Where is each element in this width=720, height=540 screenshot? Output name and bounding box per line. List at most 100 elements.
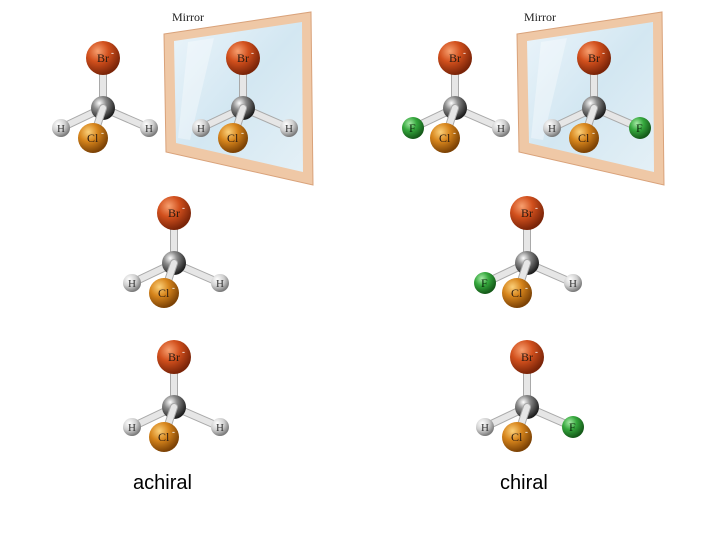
hydrogen-sphere xyxy=(280,119,298,137)
chlorine-charge: - xyxy=(525,427,528,437)
chlorine-label: Cl xyxy=(511,430,523,444)
bromine-sphere xyxy=(510,196,544,230)
bromine-atom: Br- xyxy=(438,41,472,75)
hydrogen-atom: H xyxy=(211,418,229,436)
hydrogen-label: H xyxy=(145,123,153,135)
fluorine-sphere xyxy=(474,272,496,294)
chlorine-atom: Cl- xyxy=(502,422,532,452)
hydrogen-atom: H xyxy=(476,418,494,436)
hydrogen-label: H xyxy=(481,422,489,434)
caption-achiral: achiral xyxy=(133,472,192,494)
bromine-label: Br xyxy=(168,350,180,364)
bromine-charge: - xyxy=(463,48,466,58)
hydrogen-atom: H xyxy=(492,119,510,137)
hydrogen-atom: H xyxy=(192,119,210,137)
molecule-achiral-original: Br- H H Cl- xyxy=(52,41,158,153)
hydrogen-sphere xyxy=(123,274,141,292)
bromine-sphere xyxy=(438,41,472,75)
bromine-atom: Br- xyxy=(510,340,544,374)
chlorine-sphere xyxy=(502,422,532,452)
chlorine-label: Cl xyxy=(511,286,523,300)
hydrogen-sphere xyxy=(140,119,158,137)
chlorine-charge: - xyxy=(172,283,175,293)
chlorine-label: Cl xyxy=(439,131,451,145)
bromine-charge: - xyxy=(182,203,185,213)
hydrogen-label: H xyxy=(548,123,556,135)
hydrogen-sphere xyxy=(211,418,229,436)
bromine-charge: - xyxy=(535,203,538,213)
hydrogen-atom: H xyxy=(564,274,582,292)
chlorine-atom: Cl- xyxy=(78,123,108,153)
bromine-sphere xyxy=(577,41,611,75)
chlorine-label: Cl xyxy=(158,430,170,444)
bromine-sphere xyxy=(157,196,191,230)
fluorine-atom: F xyxy=(629,117,651,139)
chlorine-atom: Cl- xyxy=(569,123,599,153)
bromine-atom: Br- xyxy=(510,196,544,230)
bromine-sphere xyxy=(510,340,544,374)
chlorine-label: Cl xyxy=(227,131,239,145)
chlorine-sphere xyxy=(218,123,248,153)
chlorine-charge: - xyxy=(592,128,595,138)
fluorine-sphere xyxy=(562,416,584,438)
bromine-charge: - xyxy=(535,347,538,357)
bromine-sphere xyxy=(226,41,260,75)
fluorine-label: F xyxy=(481,276,488,290)
hydrogen-label: H xyxy=(197,123,205,135)
hydrogen-atom: H xyxy=(123,274,141,292)
bromine-atom: Br- xyxy=(157,340,191,374)
chlorine-sphere xyxy=(502,278,532,308)
bromine-atom: Br- xyxy=(157,196,191,230)
chlorine-charge: - xyxy=(525,283,528,293)
bromine-label: Br xyxy=(97,51,109,65)
caption-chiral: chiral xyxy=(500,472,548,494)
fluorine-atom: F xyxy=(562,416,584,438)
chlorine-sphere xyxy=(149,278,179,308)
chlorine-atom: Cl- xyxy=(149,422,179,452)
molecule-achiral-mirror-image: Br- H H Cl- xyxy=(192,41,298,153)
chlorine-label: Cl xyxy=(158,286,170,300)
chlorine-sphere xyxy=(430,123,460,153)
hydrogen-sphere xyxy=(476,418,494,436)
bromine-charge: - xyxy=(111,48,114,58)
chlorine-atom: Cl- xyxy=(430,123,460,153)
hydrogen-sphere xyxy=(492,119,510,137)
fluorine-atom: F xyxy=(474,272,496,294)
chlorine-sphere xyxy=(149,422,179,452)
mirror-label: Mirror xyxy=(524,10,556,24)
hydrogen-atom: H xyxy=(543,119,561,137)
hydrogen-atom: H xyxy=(52,119,70,137)
fluorine-label: F xyxy=(636,121,643,135)
hydrogen-atom: H xyxy=(280,119,298,137)
bromine-charge: - xyxy=(251,48,254,58)
bromine-label: Br xyxy=(521,206,533,220)
bromine-label: Br xyxy=(237,51,249,65)
hydrogen-sphere xyxy=(543,119,561,137)
hydrogen-label: H xyxy=(497,123,505,135)
chlorine-sphere xyxy=(569,123,599,153)
chlorine-atom: Cl- xyxy=(149,278,179,308)
bromine-label: Br xyxy=(168,206,180,220)
bromine-atom: Br- xyxy=(86,41,120,75)
hydrogen-label: H xyxy=(285,123,293,135)
bromine-sphere xyxy=(157,340,191,374)
chlorine-atom: Cl- xyxy=(218,123,248,153)
fluorine-label: F xyxy=(569,420,576,434)
hydrogen-atom: H xyxy=(123,418,141,436)
hydrogen-sphere xyxy=(564,274,582,292)
fluorine-sphere xyxy=(402,117,424,139)
chlorine-charge: - xyxy=(172,427,175,437)
fluorine-sphere xyxy=(629,117,651,139)
mirror-shine xyxy=(178,38,214,140)
hydrogen-label: H xyxy=(216,278,224,290)
hydrogen-sphere xyxy=(192,119,210,137)
bromine-atom: Br- xyxy=(577,41,611,75)
hydrogen-atom: H xyxy=(140,119,158,137)
bromine-label: Br xyxy=(588,51,600,65)
chlorine-atom: Cl- xyxy=(502,278,532,308)
hydrogen-atom: H xyxy=(211,274,229,292)
